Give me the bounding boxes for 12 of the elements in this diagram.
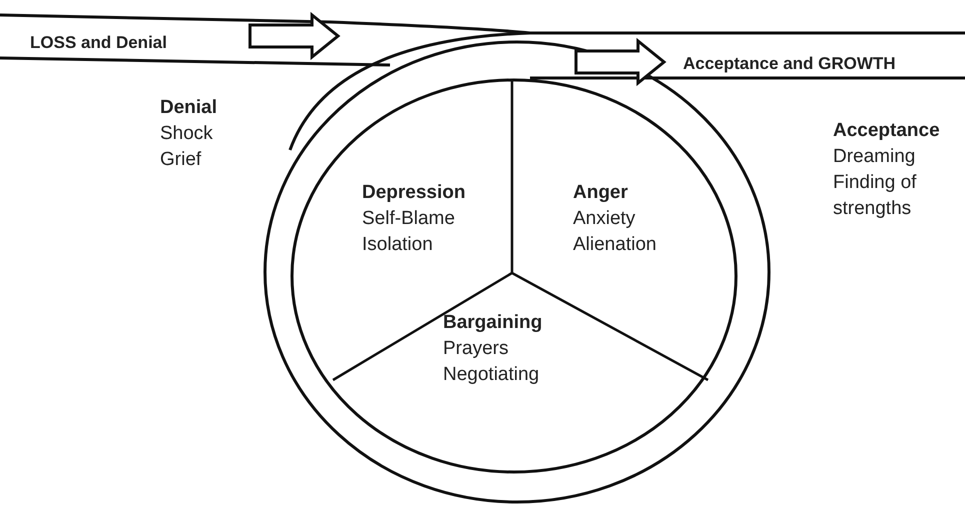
stage-text: Shock Grief xyxy=(160,122,214,172)
stage-text: Dreaming Finding of strengths xyxy=(833,145,918,221)
sector-text: Self-Blame Isolation xyxy=(362,207,456,257)
stage-title: Acceptance xyxy=(833,119,941,143)
stage-title: Denial xyxy=(160,96,218,120)
band-label: Acceptance and GROWTH xyxy=(683,51,896,77)
band-label: LOSS and Denial xyxy=(30,30,167,56)
sector-text: Anxiety Alienation xyxy=(573,207,658,257)
sector-title: Bargaining xyxy=(443,311,544,335)
sector-title: Anger xyxy=(573,181,629,205)
sector-text: Prayers Negotiating xyxy=(443,337,540,387)
sector-title: Depression xyxy=(362,181,466,205)
